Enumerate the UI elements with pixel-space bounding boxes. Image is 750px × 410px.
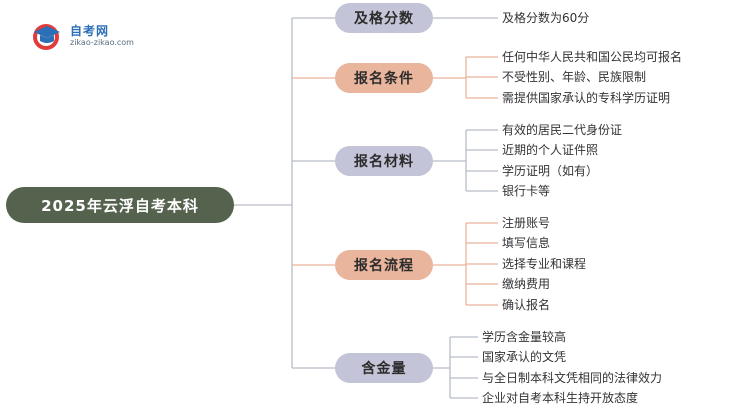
site-logo: 自考网 zikao-zikao.com [30,20,150,52]
leaf-item: 注册账号 [502,216,551,230]
leaf-item: 与全日制本科文凭相同的法律效力 [482,371,663,385]
leaf-item: 有效的居民二代身份证 [502,123,623,137]
branch-value: 含金量 [335,353,433,383]
leaf-item: 及格分数为60分 [502,11,590,25]
branch-registration-conditions: 报名条件 [335,63,433,93]
leaf-item: 国家承认的文凭 [482,350,567,364]
leaf-item: 近期的个人证件照 [502,143,599,157]
graduation-cap-icon [33,24,60,50]
leaf-item: 企业对自考本科生持开放态度 [482,391,639,405]
branch-passing-score: 及格分数 [335,3,433,33]
leaf-item: 填写信息 [502,236,551,250]
logo-title: 自考网 [70,24,110,38]
leaf-item: 选择专业和课程 [502,257,587,271]
branch-registration-process: 报名流程 [335,250,433,280]
leaf-item: 任何中华人民共和国公民均可报名 [502,50,683,64]
root-topic: 2025年云浮自考本科 [6,187,234,223]
leaf-item: 需提供国家承认的专科学历证明 [502,91,671,105]
branch-registration-materials: 报名材料 [335,146,433,176]
leaf-item: 缴纳费用 [502,277,551,291]
leaf-item: 确认报名 [502,298,551,312]
logo-url: zikao-zikao.com [70,38,134,47]
leaf-item: 银行卡等 [502,184,551,198]
leaf-item: 不受性别、年龄、民族限制 [502,70,647,84]
leaf-item: 学历证明（如有） [502,164,599,178]
leaf-item: 学历含金量较高 [482,330,567,344]
